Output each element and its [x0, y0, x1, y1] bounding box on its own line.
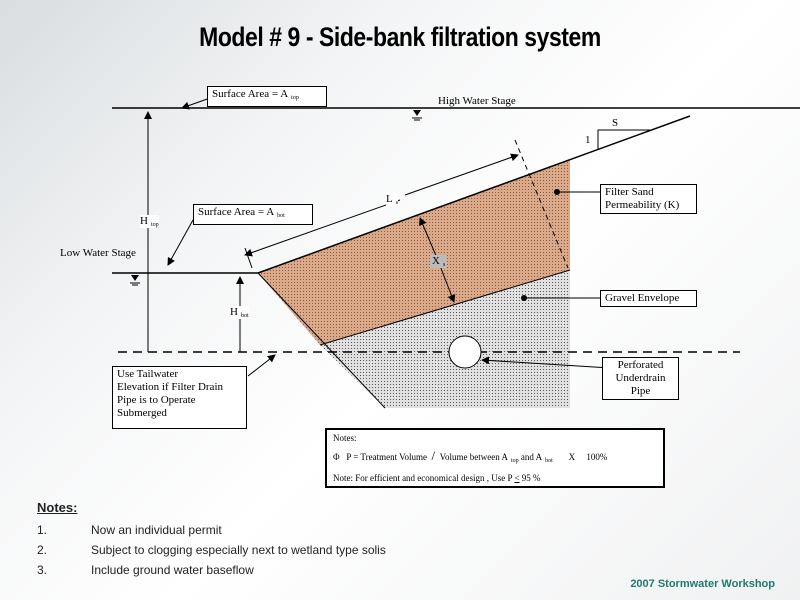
label-line: Pipe is to Operate — [117, 394, 196, 406]
list-item: 1. Now an individual permit — [37, 520, 386, 540]
label-text: X — [432, 255, 440, 267]
item-text: Now an individual permit — [91, 523, 222, 537]
item-number: 3. — [37, 563, 48, 577]
item-text: Subject to clogging especially next to w… — [91, 543, 386, 557]
subscript: s — [442, 262, 446, 268]
filter-sand-layer — [258, 159, 570, 345]
slope-triangle — [597, 129, 650, 150]
subscript: bot — [277, 213, 285, 219]
formula-slash: / — [431, 448, 436, 463]
subscript: bot — [545, 458, 553, 464]
le-symbol: < — [514, 473, 520, 483]
label-line: Elevation if Filter Drain — [117, 381, 223, 393]
subscript: bot — [240, 313, 249, 319]
low-water-stage-label: Low Water Stage — [60, 247, 136, 259]
list-item: 3. Include ground water baseflow — [37, 560, 386, 580]
item-number: 1. — [37, 523, 48, 537]
formula-text: X — [568, 452, 576, 462]
formula-notes-box: Notes: Φ P = Treatment Volume / Volume b… — [325, 428, 665, 488]
formula-text: Volume between A — [439, 452, 508, 462]
subscript: top — [291, 95, 299, 101]
footer-workshop-label: 2007 Stormwater Workshop — [630, 578, 775, 590]
formula-text: 100% — [586, 452, 608, 462]
water-level-icon — [412, 110, 422, 121]
label-text: Surface Area = A — [212, 88, 289, 100]
item-text: Include ground water baseflow — [91, 563, 254, 577]
list-item: 2. Subject to clogging especially next to… — [37, 540, 386, 560]
notes-list: 1. Now an individual permit 2. Subject to … — [37, 520, 386, 580]
label-text: L — [386, 193, 393, 205]
underdrain-pipe — [448, 335, 482, 369]
label-line: Pipe — [630, 385, 651, 397]
formula-text: and A — [520, 452, 543, 462]
formula-heading: Notes: — [333, 433, 357, 443]
label-line: Perforated — [617, 359, 664, 371]
subscript: top — [510, 458, 519, 464]
label-line: Use Tailwater — [117, 368, 179, 380]
label-line: Submerged — [117, 407, 167, 419]
design-note: Note: For efficient and economical desig… — [333, 473, 657, 484]
slide-title: Model # 9 - Side-bank filtration system — [199, 22, 601, 52]
slope-surface — [257, 115, 691, 274]
slope-s-label: S — [612, 117, 619, 129]
formula-line: Φ P = Treatment Volume / Volume between … — [333, 448, 657, 467]
label-line: Underdrain — [615, 372, 666, 384]
slope-1-label: 1 — [585, 134, 591, 146]
label-text: Surface Area = A — [198, 206, 275, 218]
phi-symbol: Φ — [333, 452, 340, 462]
notes-heading: Notes: — [37, 500, 78, 515]
note-text: Note: For efficient and economical desig… — [333, 473, 513, 483]
label-line: Filter Sand — [605, 186, 654, 198]
label-line: Permeability (K) — [605, 199, 680, 211]
gravel-envelope-label: Gravel Envelope — [600, 290, 697, 307]
water-level-icon — [130, 275, 140, 286]
subscript: s — [395, 200, 399, 206]
note-value: 95 % — [521, 473, 541, 483]
subscript: top — [150, 222, 159, 228]
formula-text: P = Treatment Volume — [346, 452, 428, 462]
item-number: 2. — [37, 543, 48, 557]
label-text: H — [140, 215, 148, 227]
label-text: H — [230, 306, 238, 318]
high-water-stage-label: High Water Stage — [438, 95, 516, 107]
gravel-envelope-layer — [320, 270, 570, 408]
